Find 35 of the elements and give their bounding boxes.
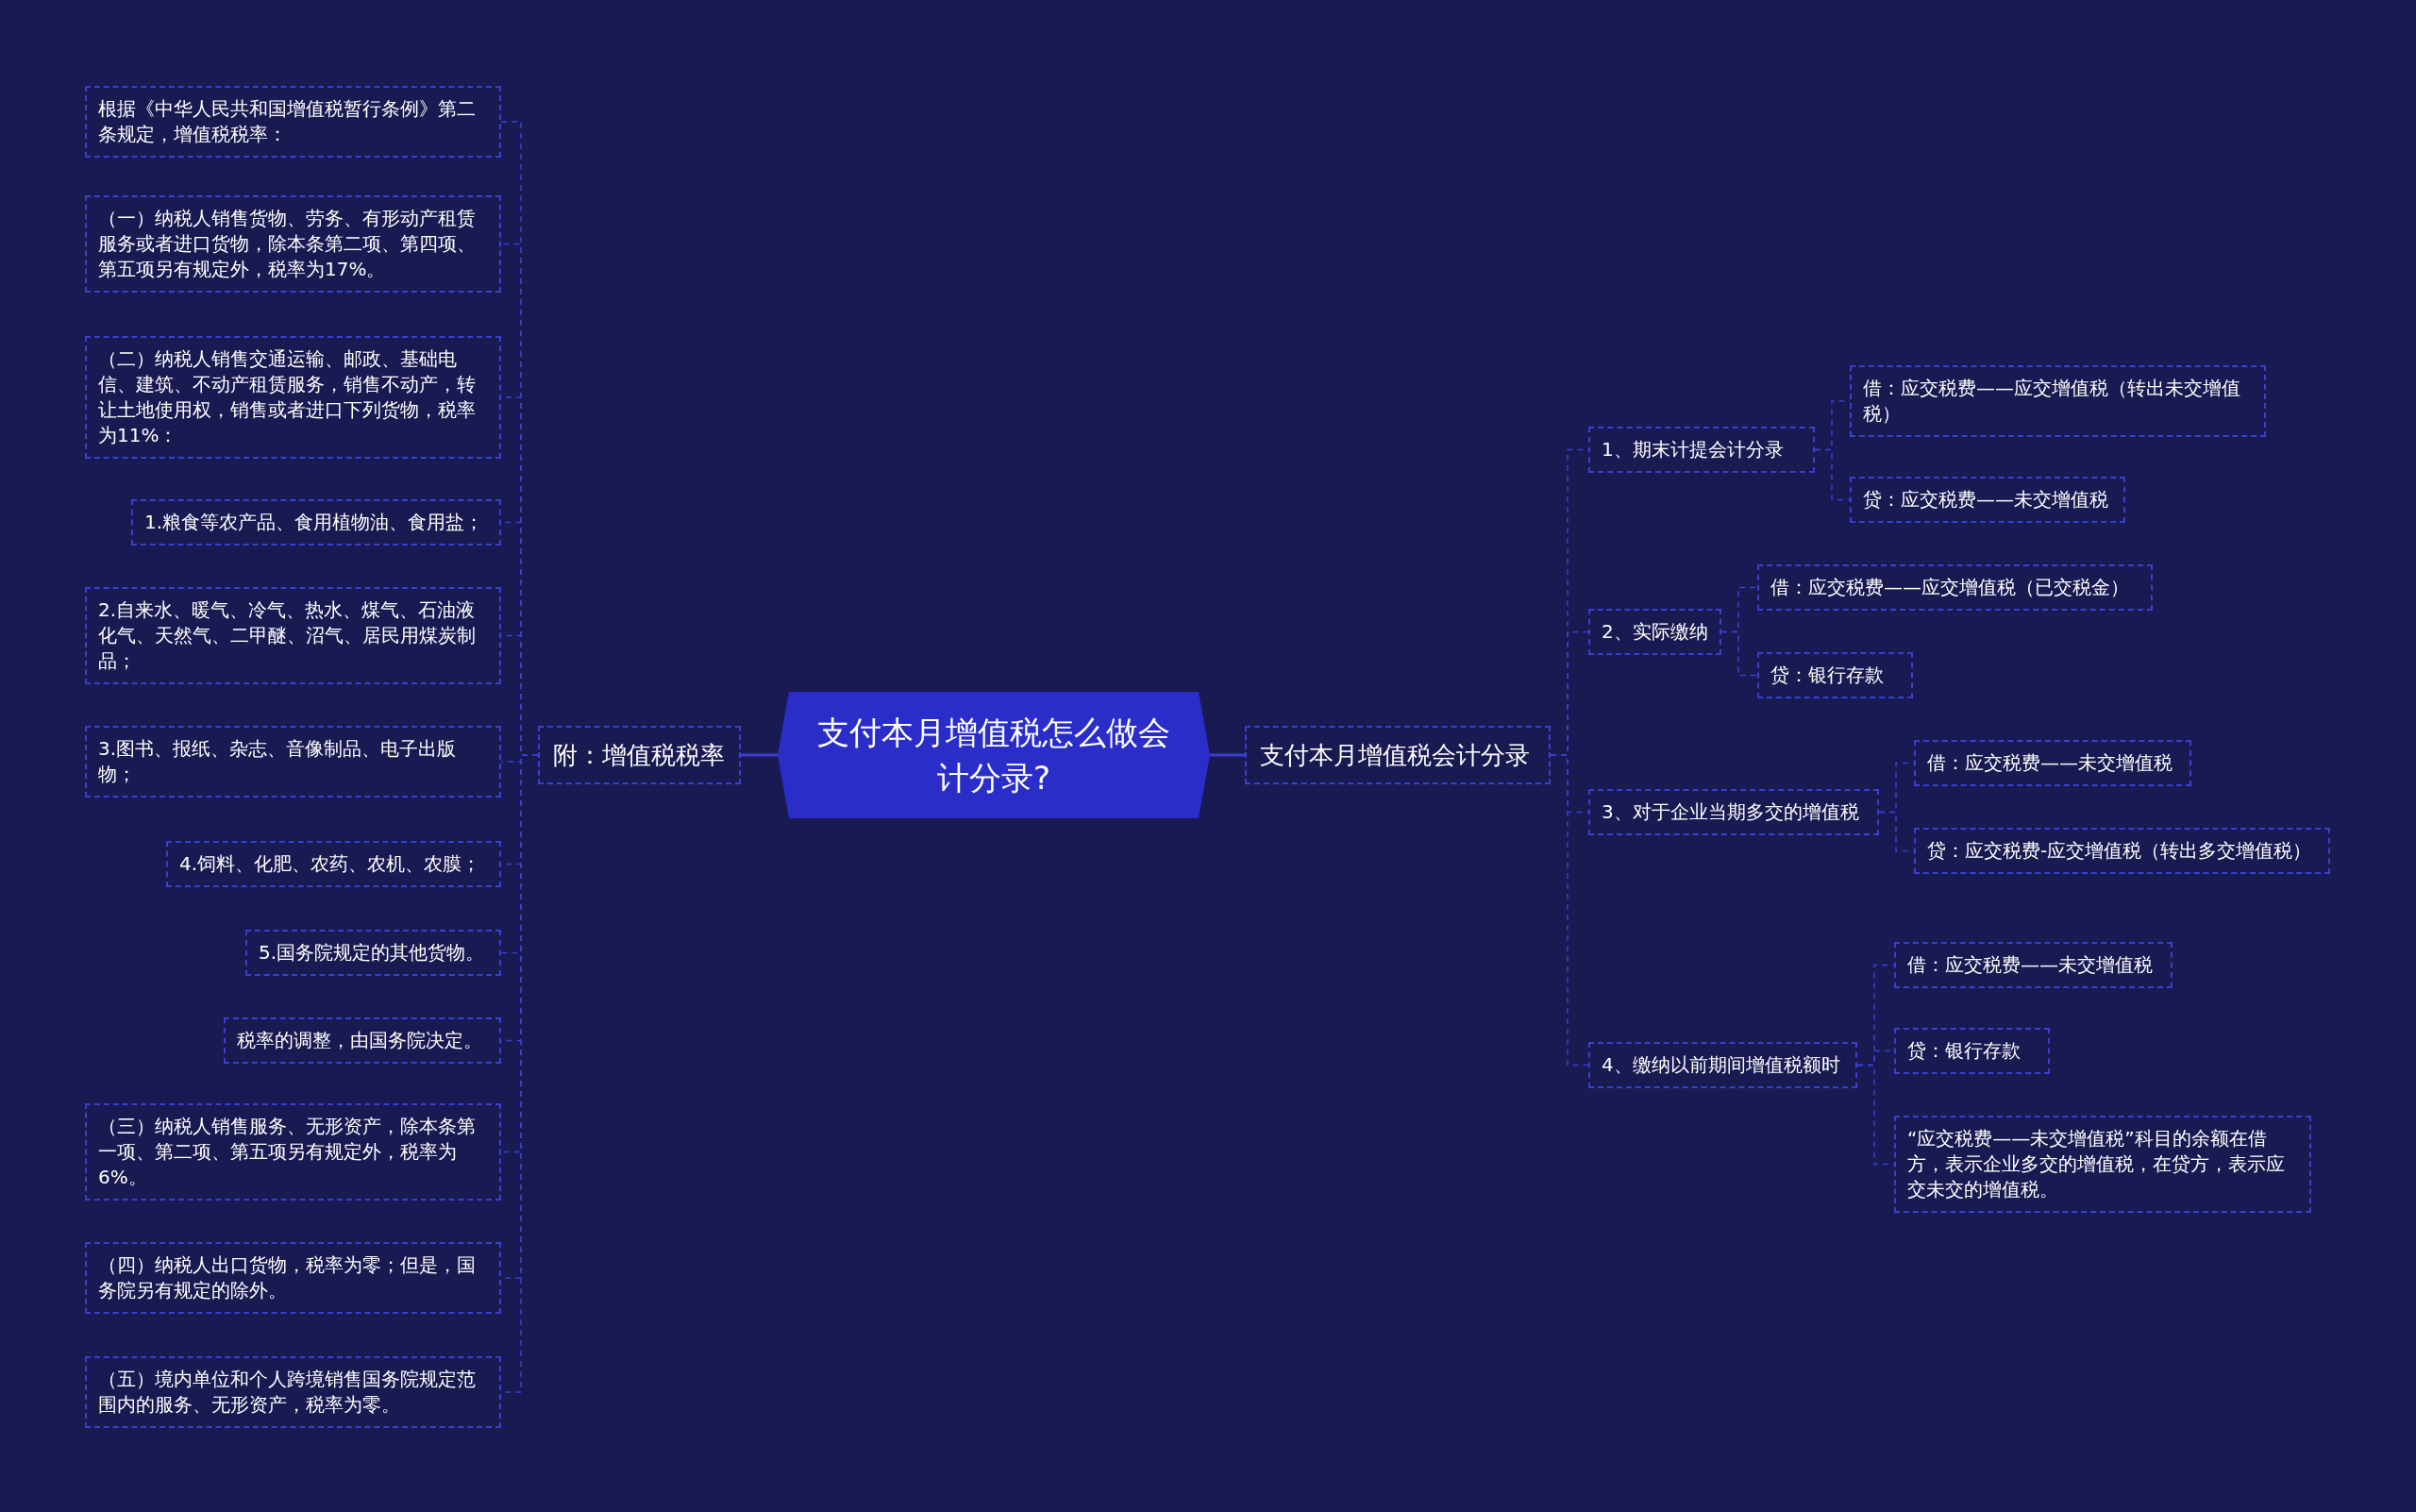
leaf-topic: 借：应交税费——应交增值税（已交税金） — [1757, 564, 2153, 611]
connector-line — [1210, 753, 1245, 757]
branch-topic: 附：增值税税率 — [538, 726, 741, 784]
dashed-connector — [1720, 630, 1758, 677]
leaf-topic: 贷：银行存款 — [1894, 1028, 2050, 1074]
leaf-topic: 贷：银行存款 — [1757, 652, 1913, 698]
leaf-topic: 5.国务院规定的其他货物。 — [245, 930, 501, 976]
leaf-topic: （五）境内单位和个人跨境销售国务院规定范围内的服务、无形资产，税率为零。 — [85, 1356, 501, 1428]
leaf-topic: 4、缴纳以前期间增值税额时 — [1588, 1042, 1857, 1088]
dashed-connector — [1814, 448, 1851, 501]
leaf-topic: 借：应交税费——应交增值税（转出未交增值税） — [1850, 365, 2266, 437]
connector-line — [741, 753, 778, 757]
branch-topic: 支付本月增值税会计分录 — [1245, 726, 1551, 784]
leaf-topic: 1.粮食等农产品、食用植物油、食用盐； — [131, 499, 501, 546]
leaf-topic: 2、实际缴纳 — [1588, 609, 1721, 655]
leaf-topic: （二）纳税人销售交通运输、邮政、基础电信、建筑、不动产租赁服务，销售不动产，转让土地使用权，销售或者进口下列货物，税率为11%： — [85, 336, 501, 459]
dashed-connector — [1856, 1064, 1895, 1166]
dashed-connector — [1878, 811, 1915, 852]
leaf-topic: 税率的调整，由国务院决定。 — [224, 1017, 501, 1064]
leaf-topic: 借：应交税费——未交增值税 — [1894, 942, 2173, 988]
leaf-topic: 3.图书、报纸、杂志、音像制品、电子出版物； — [85, 726, 501, 798]
leaf-topic: 借：应交税费——未交增值税 — [1914, 740, 2191, 786]
leaf-topic: 4.饲料、化肥、农药、农机、农膜； — [166, 841, 501, 887]
leaf-topic: 2.自来水、暖气、冷气、热水、煤气、石油液化气、天然气、二甲醚、沼气、居民用煤炭制品； — [85, 587, 501, 684]
central-topic: 支付本月增值税怎么做会计分录? — [778, 692, 1210, 818]
leaf-topic: （一）纳税人销售货物、劳务、有形动产租赁服务或者进口货物，除本条第二项、第四项、第五项另有规定外，税率为17%。 — [85, 195, 501, 293]
leaf-topic: 贷：应交税费-应交增值税（转出多交增值税） — [1914, 828, 2330, 874]
leaf-topic: 1、期末计提会计分录 — [1588, 427, 1815, 473]
leaf-topic: （四）纳税人出口货物，税率为零；但是，国务院另有规定的除外。 — [85, 1242, 501, 1314]
leaf-topic: 根据《中华人民共和国增值税暂行条例》第二条规定，增值税税率： — [85, 86, 501, 158]
leaf-topic: （三）纳税人销售服务、无形资产，除本条第一项、第二项、第五项另有规定外，税率为6%。 — [85, 1103, 501, 1201]
leaf-topic: 3、对于企业当期多交的增值税 — [1588, 789, 1879, 835]
dashed-connector — [1550, 754, 1589, 1067]
leaf-topic: 贷：应交税费——未交增值税 — [1850, 477, 2125, 523]
leaf-topic: “应交税费——未交增值税”科目的余额在借方，表示企业多交的增值税，在贷方，表示应交未交的增值税。 — [1894, 1116, 2311, 1213]
